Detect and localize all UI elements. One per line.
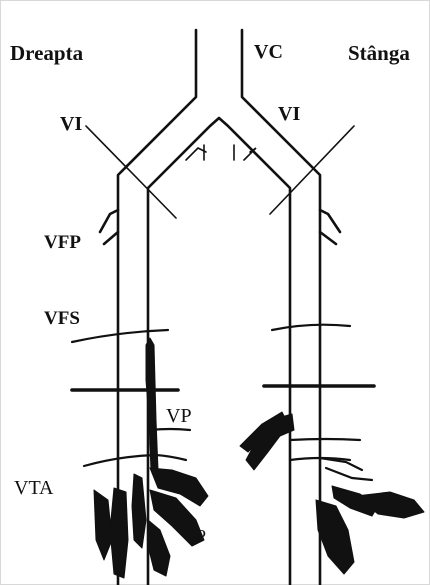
right-calf-vein-e — [94, 490, 112, 560]
label-vfp: VFP — [44, 232, 81, 253]
label-vc: VC — [254, 41, 283, 63]
label-right-side: Dreapta — [10, 41, 84, 65]
vta-level-right — [84, 455, 186, 466]
label-vp: VP — [166, 405, 192, 427]
label-vta: VTA — [14, 477, 54, 499]
label-left-side: Stânga — [348, 41, 410, 65]
left-calf-vein-lower-a — [316, 500, 354, 574]
label-vi-right: VI — [60, 113, 82, 135]
right-calf-vein-c — [148, 520, 170, 576]
vfp-branch-left — [320, 210, 340, 244]
label-p: P — [196, 526, 206, 546]
vfs-level-right — [72, 330, 168, 342]
bifurcation-notch-right — [186, 148, 206, 160]
label-vi-left: VI — [278, 103, 300, 125]
right-calf-vein-f — [132, 474, 146, 548]
vp-level-right-lower — [150, 429, 190, 430]
left-branch-line-a — [326, 468, 372, 480]
level-left-lower — [290, 439, 360, 440]
vfs-level-left — [272, 325, 350, 330]
label-vfs: VFS — [44, 308, 80, 329]
right-calf-vein-d — [110, 488, 128, 578]
vfp-branch-right — [100, 210, 118, 244]
